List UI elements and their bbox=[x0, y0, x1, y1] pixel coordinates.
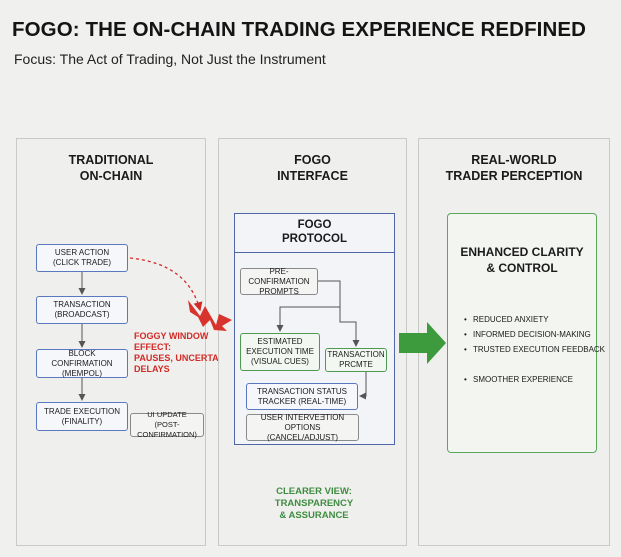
block-confirmation-box: BLOCK CONFIRMATION (MEMPOL) bbox=[36, 349, 128, 378]
pre-confirmation-box: PRE-CONFIRMATION PROMPTS bbox=[240, 267, 318, 296]
benefits-list: •REDUCED ANXIETY •INFORMED DECISION-MAKI… bbox=[464, 312, 605, 387]
flow-connector bbox=[276, 306, 340, 332]
transition-arrow bbox=[399, 322, 446, 364]
lightning-icon bbox=[188, 300, 232, 331]
fogo-interface-title: FOGO INTERFACE bbox=[277, 153, 348, 183]
enhanced-clarity-box: ENHANCED CLARITY & CONTROL •REDUCED ANXI… bbox=[447, 213, 605, 453]
page-subtitle: Focus: The Act of Trading, Not Just the … bbox=[14, 51, 326, 67]
perception-title: REAL-WORLD TRADER PERCEPTION bbox=[445, 153, 583, 183]
benefit-item: •REDUCED ANXIETY bbox=[464, 315, 549, 324]
flow-connector bbox=[318, 280, 360, 347]
flow-connector bbox=[359, 372, 367, 400]
foggy-window-note: FOGGY WINDOW EFFECT: PAUSES, UNCERTAINTY… bbox=[134, 331, 241, 374]
benefit-item: •TRUSTED EXECUTION FEEDBACK bbox=[464, 345, 606, 354]
user-action-box: USER ACTION (CLICK TRADE) bbox=[36, 244, 128, 272]
trade-execution-box: TRADE EXECUTION (FINALITY) bbox=[36, 402, 128, 431]
ui-update-box: UI UPDATE (POST-CONFIRMATION) bbox=[130, 410, 204, 439]
enhanced-clarity-title: ENHANCED CLARITY & CONTROL bbox=[460, 245, 584, 275]
foggy-dashed-arrow bbox=[129, 257, 203, 312]
clearer-view-note: CLEARER VIEW: TRANSPARENCY & ASSURANCE bbox=[274, 486, 354, 521]
traditional-title: TRADITIONAL ON-CHAIN bbox=[68, 153, 154, 183]
benefit-item: •INFORMED DECISION-MAKING bbox=[464, 330, 591, 339]
page-title: FOGO: THE ON-CHAIN TRADING EXPERIENCE RE… bbox=[12, 18, 587, 41]
transaction-precomplete-box: TRANSACTION PRCMTE bbox=[325, 348, 387, 372]
estimated-time-box: ESTIMATED EXECUTION TIME (VISUAL CUES) bbox=[240, 333, 320, 371]
benefit-item: •SMOOTHER EXPERIENCE bbox=[464, 375, 574, 384]
intervention-options-box: USER INTERVEƎTION OPTIONS (CANCEL/ADJUST… bbox=[246, 413, 359, 442]
fogo-protocol-title: FOGO PROTOCOL bbox=[235, 214, 394, 253]
traditional-panel: TRADITIONAL ON-CHAIN bbox=[16, 138, 206, 546]
transaction-broadcast-box: TRANSACTION (BROADCAST) bbox=[36, 296, 128, 324]
status-tracker-box: TRANSACTION STATUS TRACKER (REAL-TIME) bbox=[246, 383, 358, 410]
